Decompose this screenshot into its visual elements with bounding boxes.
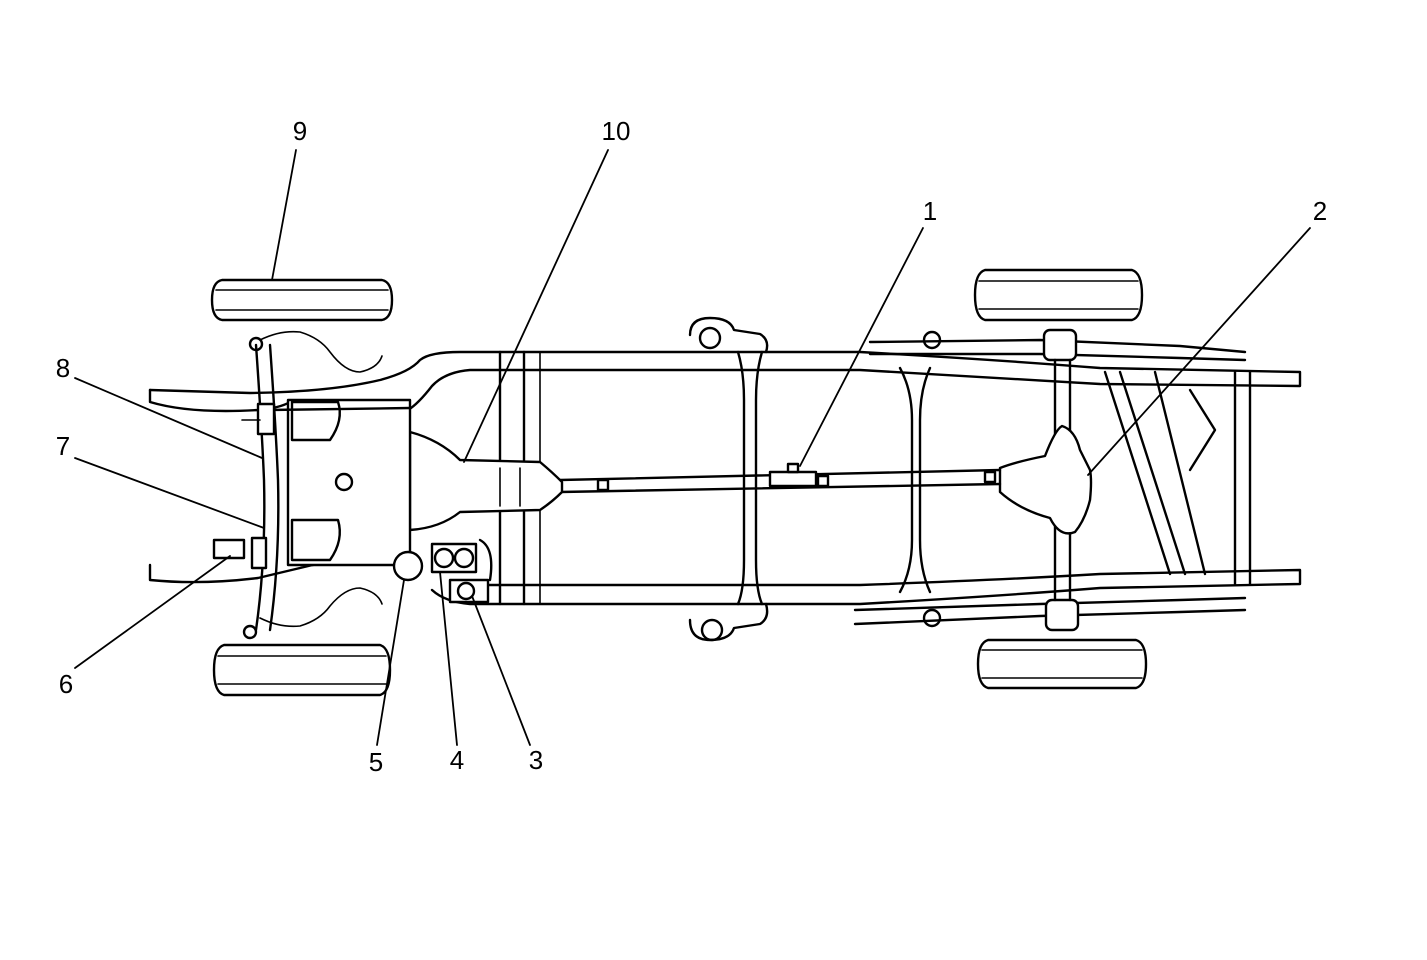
frame-right-rail <box>148 560 1302 606</box>
propeller-shaft <box>558 462 1002 494</box>
callout-5: 5 <box>369 747 383 777</box>
rear-right-wheel <box>976 638 1148 690</box>
transmission <box>408 430 564 532</box>
front-subframe-top <box>259 330 383 373</box>
callout-3: 3 <box>529 745 543 775</box>
callout-4: 4 <box>450 745 464 775</box>
leader-3 <box>471 595 531 746</box>
callout-10: 10 <box>602 116 631 146</box>
rear-suspension <box>853 330 1247 628</box>
engine <box>266 398 412 567</box>
leader-8 <box>74 377 263 459</box>
leader-2 <box>1087 227 1311 476</box>
rear-left-wheel <box>973 268 1144 322</box>
leader-6 <box>74 555 231 669</box>
callout-7: 7 <box>56 431 70 461</box>
callout-1: 1 <box>923 196 937 226</box>
leader-lines <box>74 149 1311 746</box>
leader-1 <box>799 227 924 467</box>
component-6 <box>212 538 246 560</box>
leader-4 <box>439 571 458 746</box>
front-left-wheel <box>210 278 394 322</box>
leader-7 <box>74 457 265 529</box>
frame-left-rail <box>148 350 1302 413</box>
front-steering-linkage <box>241 336 280 640</box>
component-3 <box>448 578 490 604</box>
callout-9: 9 <box>293 116 307 146</box>
callout-8: 8 <box>56 353 70 383</box>
leader-10 <box>463 149 609 463</box>
component-4 <box>430 538 493 582</box>
callout-6: 6 <box>59 669 73 699</box>
body-mounts <box>688 316 769 642</box>
component-5 <box>392 550 424 582</box>
callouts: 1 2 3 4 5 6 7 8 9 10 <box>56 116 1327 777</box>
leader-9 <box>271 149 297 281</box>
callout-2: 2 <box>1313 196 1327 226</box>
front-subframe-bottom <box>259 587 383 628</box>
rear-axle-assembly <box>998 328 1093 632</box>
front-right-wheel <box>212 643 392 697</box>
leader-5 <box>376 579 405 746</box>
